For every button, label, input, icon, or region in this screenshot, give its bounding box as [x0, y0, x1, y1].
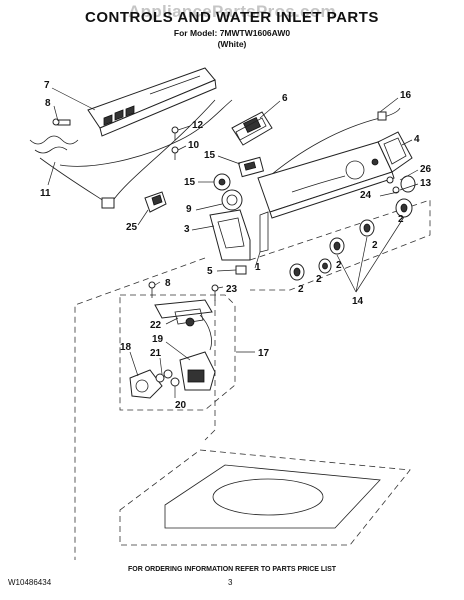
- callout-26: 26: [420, 164, 432, 175]
- callout-4: 4: [414, 134, 420, 145]
- callout-15-lower: 15: [184, 177, 196, 188]
- callout-15-upper: 15: [204, 150, 216, 161]
- leader-lines: [47, 87, 419, 398]
- color-line: (White): [217, 39, 247, 49]
- part-small-fasteners: [386, 176, 400, 194]
- callout-17: 17: [258, 348, 270, 359]
- part-water-valve: [179, 351, 216, 391]
- callout-13: 13: [420, 178, 432, 189]
- part-console: [257, 141, 395, 253]
- model-info: For Model: 7MWTW1606AW0 (White): [0, 28, 464, 50]
- callout-20: 20: [175, 400, 187, 411]
- part-wire-harness: [264, 107, 401, 181]
- part-control-board: [231, 111, 273, 146]
- page-number: 3: [228, 578, 233, 587]
- callout-2-a: 2: [398, 214, 404, 225]
- callout-7: 7: [44, 80, 50, 91]
- cabinet-outline-right: [204, 300, 216, 441]
- part-rear-panel-cover: [87, 67, 217, 137]
- part-inlet-screens: [155, 369, 180, 387]
- part-bracket: [144, 191, 167, 213]
- callout-16: 16: [400, 90, 412, 101]
- callout-2-c: 2: [336, 260, 342, 271]
- callout-6: 6: [282, 93, 288, 104]
- callout-9: 9: [186, 204, 192, 215]
- callout-2-e: 2: [298, 284, 304, 295]
- callout-25: 25: [126, 222, 138, 233]
- ordering-instruction: FOR ORDERING INFORMATION REFER TO PARTS …: [127, 566, 337, 573]
- callout-2-b: 2: [372, 240, 378, 251]
- part-screws-middle: [148, 281, 219, 301]
- callout-22: 22: [150, 320, 162, 331]
- callout-18: 18: [120, 342, 132, 353]
- callout-12: 12: [192, 120, 204, 131]
- callout-24: 24: [360, 190, 372, 201]
- callout-8: 8: [45, 98, 51, 109]
- console-outline: [249, 199, 431, 291]
- callout-labels: 7 8 16 6 12 4 10 15 11 15 26 13 24 9 25 …: [40, 80, 432, 411]
- callout-1: 1: [255, 262, 261, 273]
- part-clip: [235, 265, 247, 275]
- part-power-cord: [29, 99, 233, 209]
- callout-14: 14: [352, 296, 364, 307]
- callout-3: 3: [184, 224, 190, 235]
- callout-10: 10: [188, 140, 200, 151]
- part-valve-bracket: [154, 299, 213, 351]
- callout-19: 19: [152, 334, 164, 345]
- callout-8-lower: 8: [165, 278, 171, 289]
- document-number: W10486434: [8, 578, 52, 587]
- model-line: For Model: 7MWTW1606AW0: [173, 28, 291, 38]
- part-switch-lower: [213, 173, 231, 191]
- callout-5: 5: [207, 266, 213, 277]
- callout-11: 11: [40, 188, 51, 199]
- part-base-frame: [119, 449, 411, 546]
- water-valve-box: [119, 294, 236, 411]
- page-title: CONTROLS AND WATER INLET PARTS: [85, 9, 379, 26]
- part-screw-top: [52, 118, 71, 126]
- watermark: AppliancePartsPros.com: [128, 2, 336, 21]
- callout-23: 23: [226, 284, 238, 295]
- callout-21: 21: [150, 348, 162, 359]
- part-timer: [221, 189, 243, 211]
- part-inlet-connector: [129, 369, 163, 399]
- part-knobs: [289, 175, 416, 281]
- part-switch-upper: [237, 156, 265, 178]
- callout-2-d: 2: [316, 274, 322, 285]
- part-bezel: [209, 209, 251, 261]
